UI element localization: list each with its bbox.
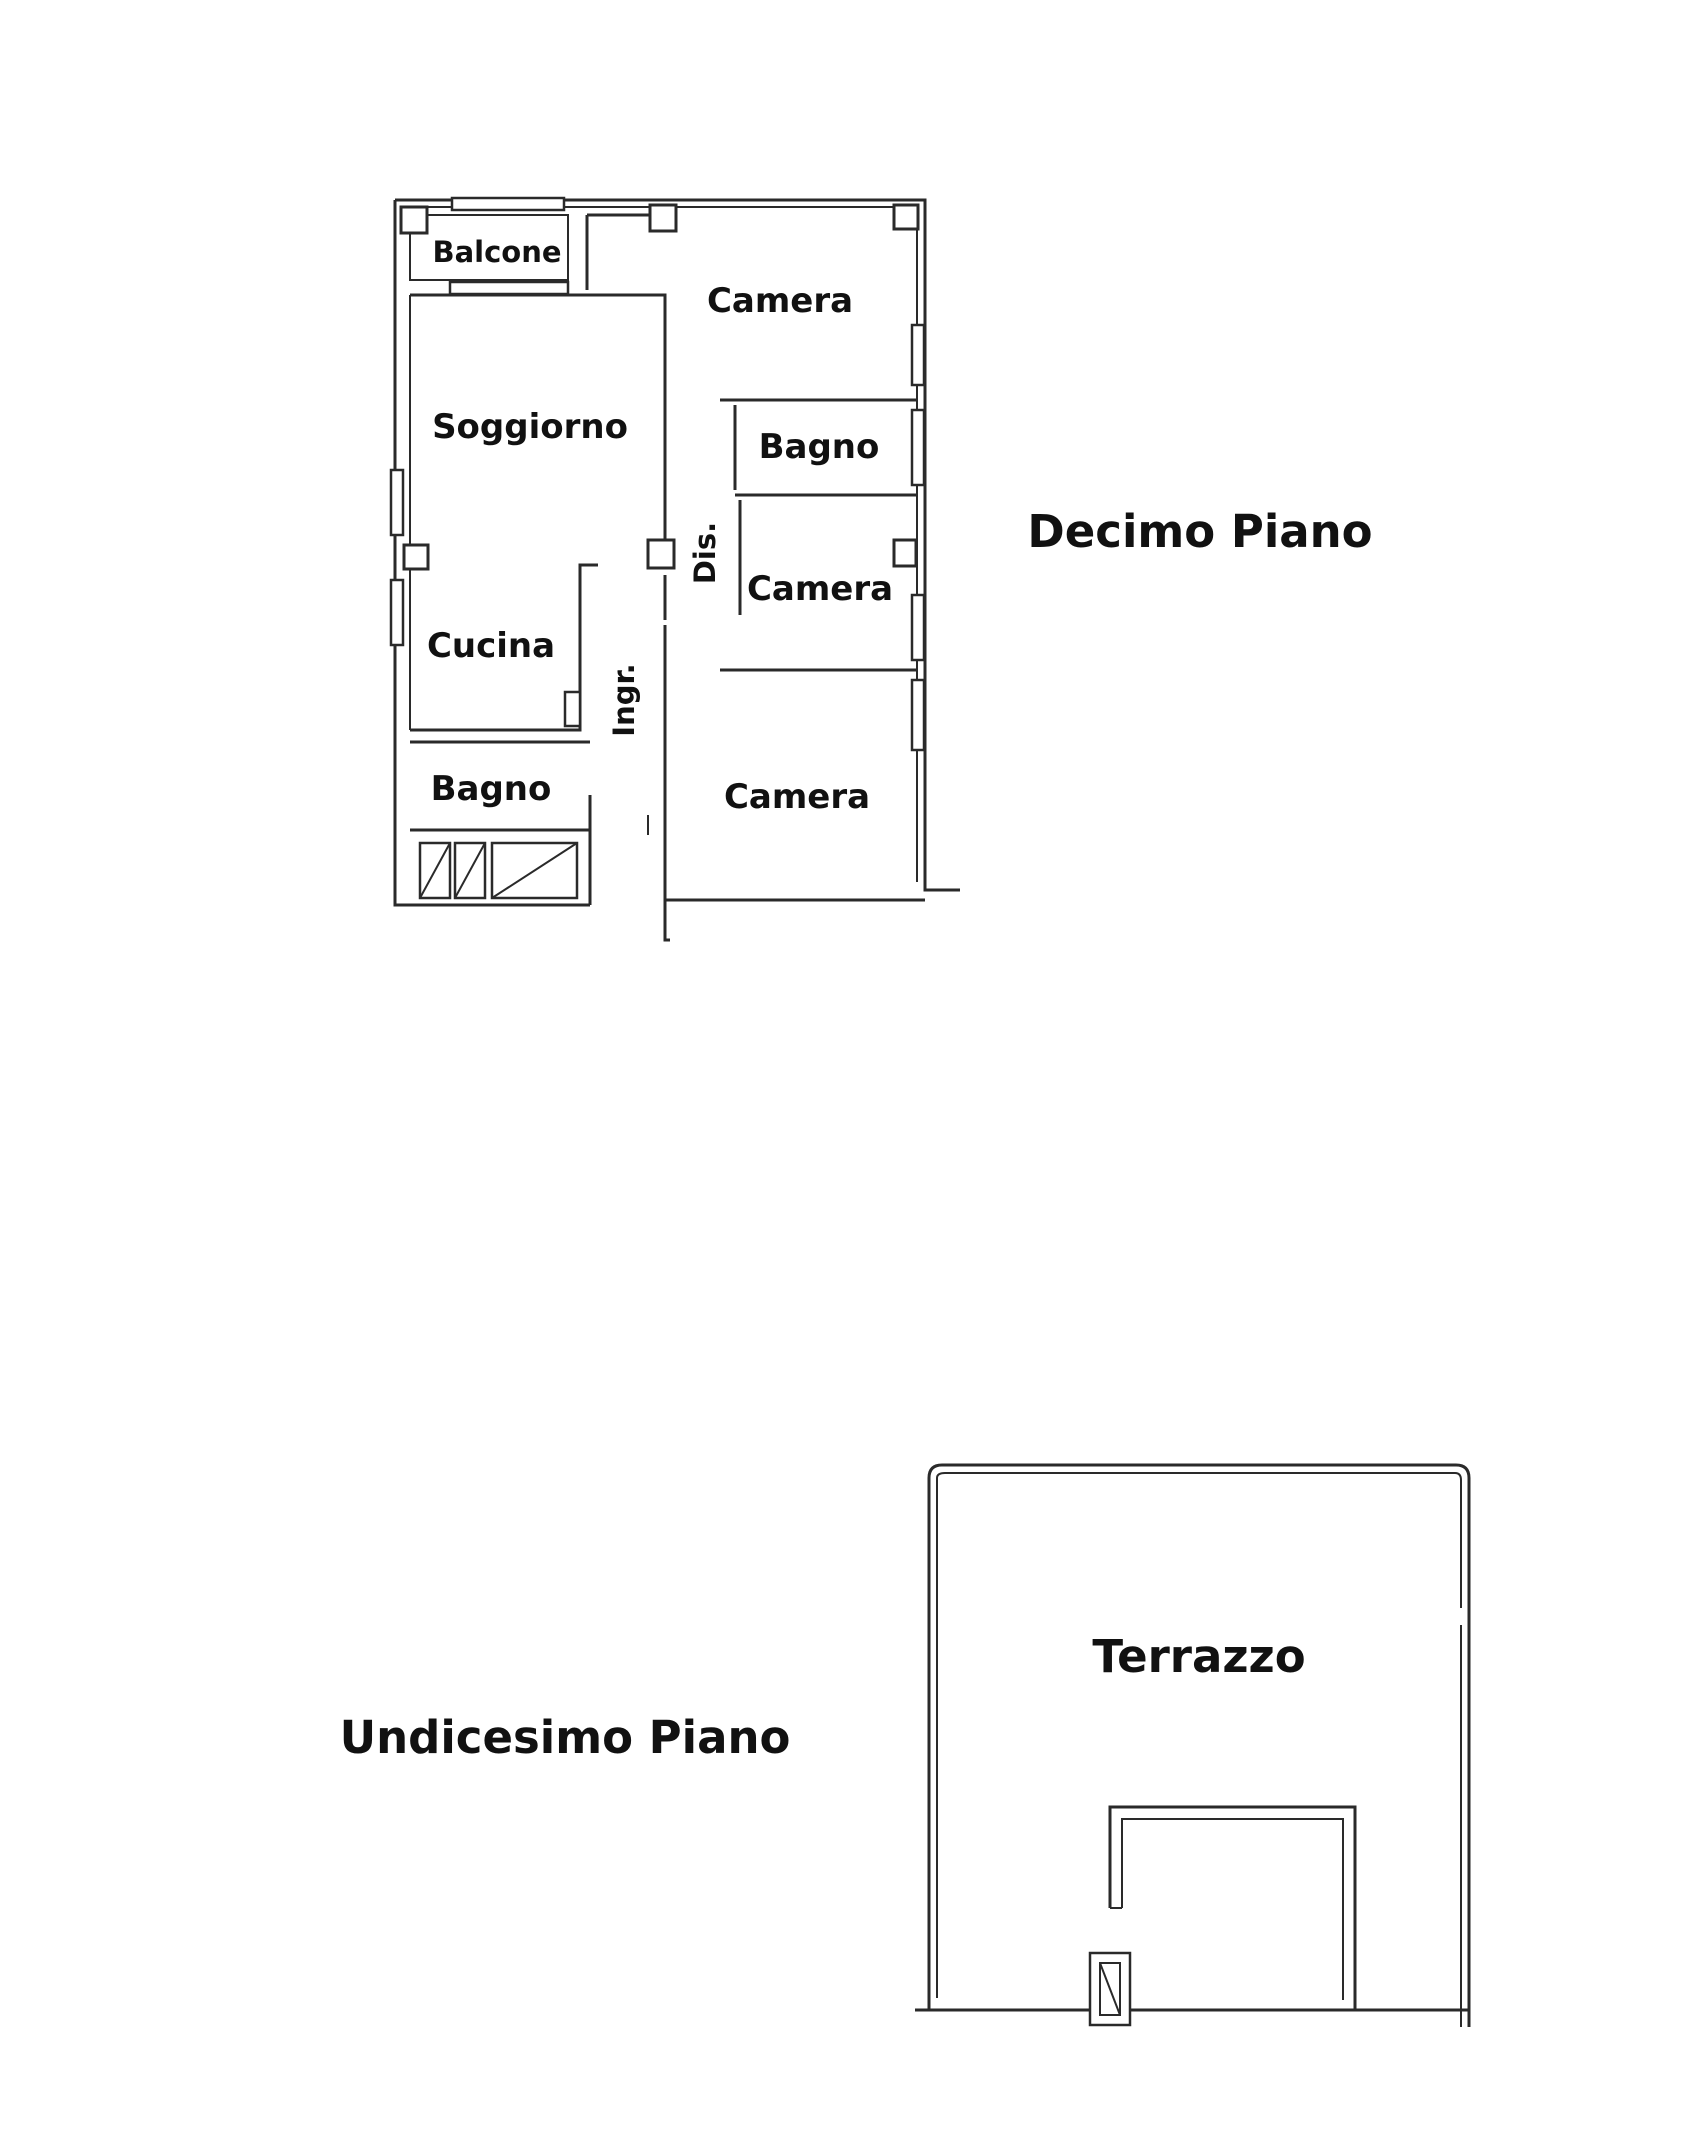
window-l2 (389, 578, 405, 647)
bathroom-right-partition (733, 405, 917, 497)
window-r4 (910, 678, 926, 752)
room-label-camera-bottom: Camera (724, 777, 870, 817)
balcony-window (448, 280, 570, 296)
window-r1 (910, 323, 926, 387)
room-label-cucina: Cucina (427, 626, 555, 666)
stair-enclosure-inner (1121, 1818, 1344, 2000)
chimney-inner (1099, 1962, 1121, 2016)
window-r3 (910, 593, 926, 662)
outer-wall (395, 198, 960, 892)
floor-title-tenth: Decimo Piano (1027, 505, 1372, 558)
room-label-camera-middle: Camera (747, 569, 893, 609)
floor-title-eleventh: Undicesimo Piano (340, 1711, 791, 1764)
room-label-terrazzo: Terrazzo (1092, 1630, 1305, 1683)
left-wall (393, 200, 590, 907)
bathroom-left-walls (410, 740, 592, 905)
stair-enclosure (1108, 1805, 1357, 2010)
storage-hatch (419, 842, 578, 899)
room-label-camera-top: Camera (707, 281, 853, 321)
room-label-ingresso: Ingr. (607, 663, 641, 736)
room-label-bagno-left: Bagno (431, 769, 552, 809)
pillar (646, 538, 676, 570)
pillar (399, 205, 429, 235)
tenth-floor-plan: Balcone Soggiorno Cucina Bagno Ingr. Dis… (389, 196, 960, 942)
room-label-disimpegno: Dis. (688, 522, 722, 584)
balcony-outline (409, 214, 569, 281)
balcony-rail (450, 196, 566, 212)
room-label-soggiorno: Soggiorno (432, 407, 628, 447)
room-label-bagno-right: Bagno (759, 427, 880, 467)
eleventh-floor-plan: Terrazzo (915, 1463, 1471, 2027)
terrace-inner-wall (936, 1472, 1462, 2027)
window-r2 (910, 408, 926, 487)
room-label-balcone: Balcone (432, 235, 561, 269)
pillar (402, 543, 430, 571)
pillar (892, 203, 920, 231)
pillar (648, 203, 678, 233)
kitchen-walls (410, 563, 598, 732)
window-l1 (389, 468, 405, 537)
pillar (892, 538, 918, 568)
chimney-hatch (1099, 1962, 1121, 2016)
kitchen-duct (563, 690, 582, 728)
terrace-outer-wall (915, 1463, 1471, 2027)
living-room-walls (410, 293, 667, 540)
corridor-wall-left (663, 625, 925, 902)
